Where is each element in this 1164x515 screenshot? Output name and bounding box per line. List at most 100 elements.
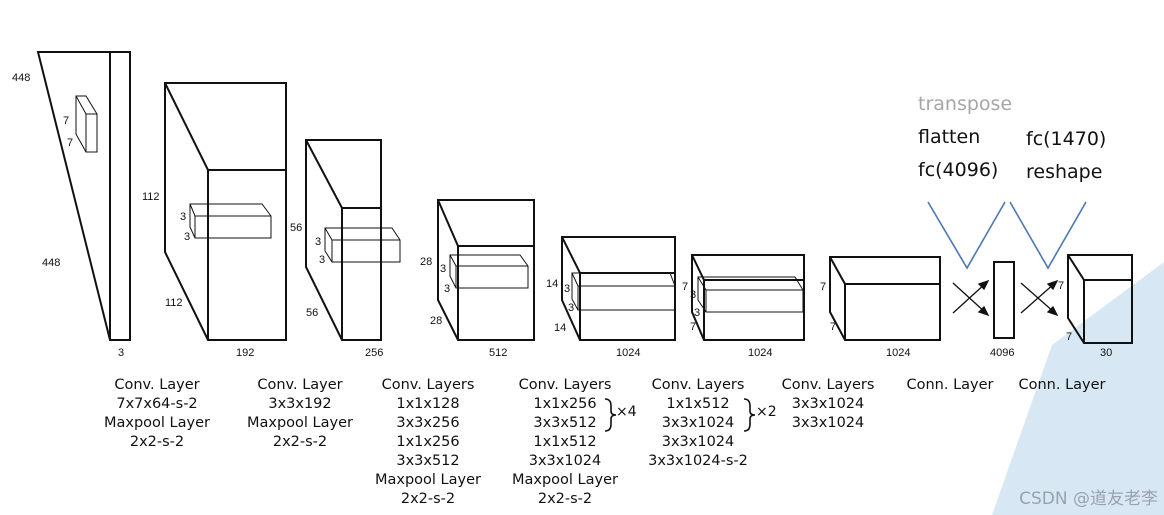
conv-block-3-volume [437,199,535,341]
dim-label: 3 [568,302,574,314]
dim-label: 112 [165,297,183,309]
layer-line: 3x3x1024 [528,453,602,469]
conv-block-1-volume [164,82,287,341]
annotation-reshape: reshape [1026,161,1103,183]
dim-label: 1024 [616,347,640,359]
layer-line: Conv. Layers [381,377,475,393]
layer-line: 1x1x512 [533,434,597,450]
layer-line: 3x3x1024 [661,434,735,450]
kernel-box-1 [189,203,272,239]
layer-block-1: Conv. Layer 7x7x64-s-2 Maxpool Layer 2x2… [104,376,210,452]
dim-label: 7 [1066,331,1072,343]
dim-label: 14 [554,322,566,334]
dim-label: 3 [564,283,570,295]
layer-line: 3x3x256 [396,415,460,431]
annotation-flatten: flatten [918,126,981,148]
layer-line: 2x2-s-2 [272,434,328,450]
layer-line: 1x1x256 [396,434,460,450]
repeat-brace-4 [604,398,617,432]
input-volume [36,51,131,341]
layer-line: 1x1x128 [396,396,460,412]
dim-label: 7 [690,321,696,333]
dim-label: 28 [430,315,442,327]
layer-line: 2x2-s-2 [129,434,185,450]
dim-label: 256 [365,347,383,359]
layer-line: Maxpool Layer [512,472,618,488]
layer-line: Conn. Layer [1018,377,1106,393]
layer-line: 3x3x192 [268,396,332,412]
dim-label: 56 [290,222,302,234]
output-volume [1067,254,1133,344]
cross-arrows-2 [1020,279,1059,317]
highlight-wedge [992,262,1164,515]
layer-line: 2x2-s-2 [400,491,456,507]
dim-label: 7 [1058,280,1064,292]
dim-label: 1024 [886,347,910,359]
layer-block-8: Conn. Layer [1018,376,1105,395]
conv-block-5-volume [691,254,805,341]
layer-block-2: Conv. Layer 3x3x192 Maxpool Layer 2x2-s-… [247,376,353,452]
dim-label: 7 [830,321,836,333]
dim-label: 448 [42,257,60,269]
dim-label: 4096 [990,347,1014,359]
dim-label: 3 [444,283,450,295]
layer-line: Maxpool Layer [104,415,210,431]
dim-label: 3 [184,231,190,243]
layer-line: 3x3x512 [533,415,597,431]
repeat-label-2: ×2 [756,404,777,420]
dim-label: 7 [63,115,69,127]
repeat-label-4: ×4 [616,404,637,420]
layer-line: 1x1x512 [666,396,730,412]
layer-line: 1x1x256 [533,396,597,412]
layer-line: Conn. Layer [906,377,994,393]
layer-line: Maxpool Layer [247,415,353,431]
layer-line: Conv. Layers [651,377,745,393]
annotation-fc1470: fc(1470) [1026,128,1107,150]
dim-label: 3 [319,254,325,266]
layer-line: 7x7x64-s-2 [116,396,198,412]
conv-block-2-volume [305,139,382,341]
layer-line: 2x2-s-2 [537,491,593,507]
layer-line: Conv. Layer [114,377,200,393]
layer-line: 3x3x1024-s-2 [648,453,748,469]
dim-label: 56 [306,307,318,319]
conv-block-6-volume [829,256,941,341]
layer-line: 3x3x1024 [791,396,865,412]
layer-block-3: Conv. Layers 1x1x128 3x3x256 1x1x256 3x3… [375,376,481,509]
conv-block-4-volume [561,236,676,341]
layer-block-6: Conv. Layers 3x3x1024 3x3x1024 [782,376,875,433]
repeat-brace-2 [743,398,756,432]
cross-arrows-1 [952,279,990,317]
note-v-right [1009,201,1087,270]
annotation-fc4096: fc(4096) [918,159,999,181]
dim-label: 7 [67,137,73,149]
dim-label: 7 [820,281,826,293]
fc-4096-bar [993,261,1015,339]
dim-label: 1024 [748,347,772,359]
layer-line: 3x3x512 [396,453,460,469]
layer-block-4: Conv. Layers 1x1x256 3x3x512 1x1x512 3x3… [512,376,618,509]
dim-label: 448 [12,72,30,84]
watermark: CSDN @道友老李 [1019,489,1158,509]
dim-label: 112 [142,191,160,203]
layer-line: Conv. Layers [781,377,875,393]
dim-label: 3 [694,307,700,319]
kernel-box-4 [571,272,676,311]
dim-label: 512 [489,347,507,359]
dim-label: 3 [440,263,446,275]
kernel-box-5 [697,276,804,313]
dim-label: 3 [180,211,186,223]
dim-label: 28 [420,256,432,268]
layer-line: Conv. Layers [518,377,612,393]
dim-label: 30 [1100,347,1112,359]
dim-label: 3 [118,347,124,359]
dim-label: 3 [690,289,696,301]
kernel-box-2 [324,227,401,263]
layer-block-5: Conv. Layers 1x1x512 3x3x1024 3x3x1024 3… [648,376,748,471]
layer-block-7: Conn. Layer [906,376,993,395]
dim-label: 7 [682,281,688,293]
dim-label: 3 [315,236,321,248]
layer-line: Conv. Layer [257,377,343,393]
kernel-box-input [75,95,98,153]
